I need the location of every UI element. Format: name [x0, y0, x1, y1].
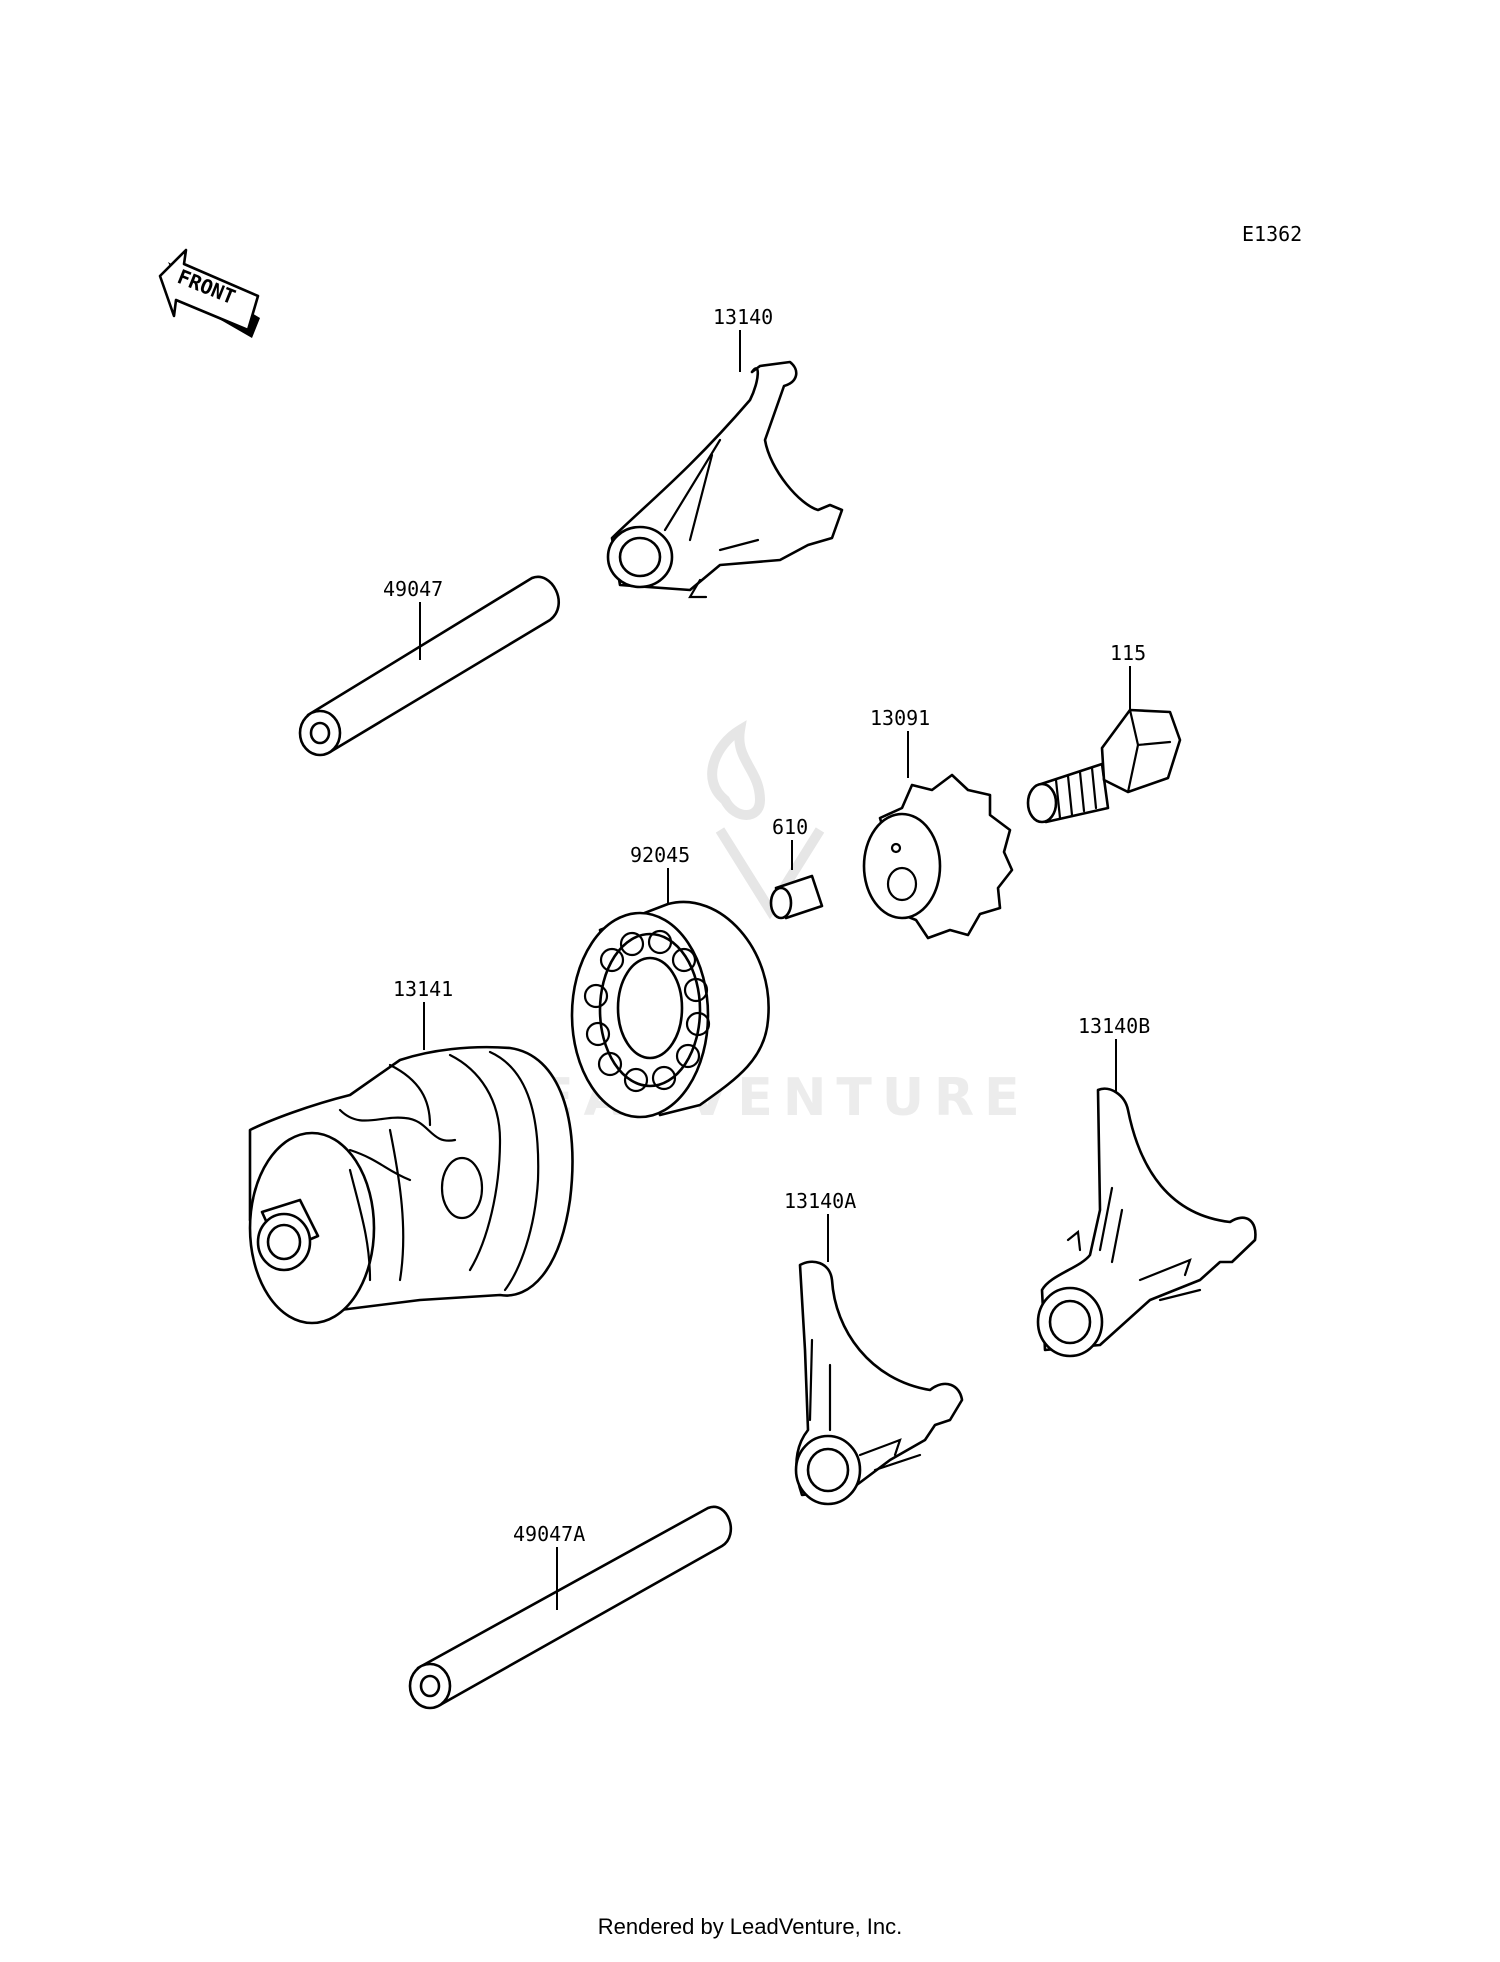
label-13141: 13141: [393, 977, 453, 1001]
diagram-code: E1362: [1242, 222, 1302, 246]
watermark-logo: LEADVENTURE: [495, 720, 1030, 1128]
shift-fork-13140A[interactable]: [794, 1260, 964, 1506]
label-115: 115: [1110, 641, 1146, 665]
bolt-115[interactable]: [1026, 708, 1182, 824]
pin-610[interactable]: [769, 874, 824, 920]
shift-fork-13140B[interactable]: [1036, 1087, 1257, 1358]
label-92045: 92045: [630, 843, 690, 867]
label-49047A: 49047A: [513, 1522, 585, 1546]
shift-drum-13141[interactable]: [248, 1045, 574, 1325]
label-13091: 13091: [870, 706, 930, 730]
shaft-49047[interactable]: [298, 575, 561, 757]
label-49047: 49047: [383, 577, 443, 601]
front-arrow-icon: FRONT: [158, 248, 260, 338]
watermark-text: LEADVENTURE: [495, 1068, 1030, 1128]
label-610: 610: [772, 815, 808, 839]
label-13140: 13140: [713, 305, 773, 329]
label-13140B: 13140B: [1078, 1014, 1150, 1038]
shift-drum-cam-13091[interactable]: [862, 773, 1014, 940]
bearing-92045[interactable]: [570, 900, 770, 1119]
label-13140A: 13140A: [784, 1189, 856, 1213]
shift-fork-13140[interactable]: [606, 360, 844, 599]
footer-credit: Rendered by LeadVenture, Inc.: [597, 1914, 903, 1939]
shaft-49047A[interactable]: [408, 1505, 733, 1710]
